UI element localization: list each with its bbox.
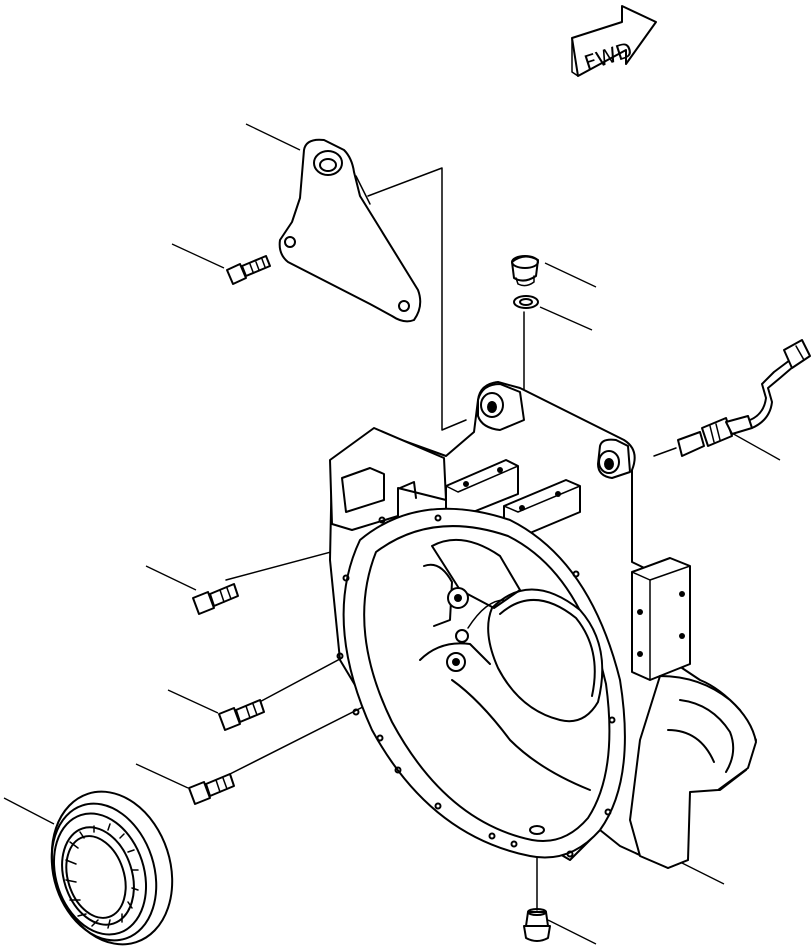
leader-drain-plug — [547, 919, 597, 945]
flywheel-housing — [329, 381, 757, 869]
fwd-direction-arrow: FWD — [571, 5, 657, 77]
leader-plug — [544, 262, 597, 288]
leader-bolt-upper — [145, 565, 197, 591]
leader-oil-seal — [3, 797, 55, 825]
housing-bolt-middle — [218, 699, 265, 731]
plug-washer — [513, 295, 539, 309]
leader-washer — [539, 306, 593, 331]
filler-plug — [511, 255, 539, 287]
leader-sensor — [729, 431, 781, 461]
leader-bracket-bolt — [171, 243, 225, 269]
leader-bolt-middle — [167, 689, 219, 714]
drain-plug — [523, 908, 551, 942]
housing-bolt-upper — [192, 583, 239, 615]
housing-bolt-lower — [188, 773, 235, 805]
speed-sensor — [677, 339, 811, 457]
leader-lines — [3, 123, 781, 945]
leader-bolt-lower — [135, 763, 189, 789]
oil-seal — [50, 790, 174, 946]
bracket-bolt — [226, 255, 271, 285]
leader-bracket — [245, 123, 301, 151]
lifting-bracket — [278, 138, 422, 323]
